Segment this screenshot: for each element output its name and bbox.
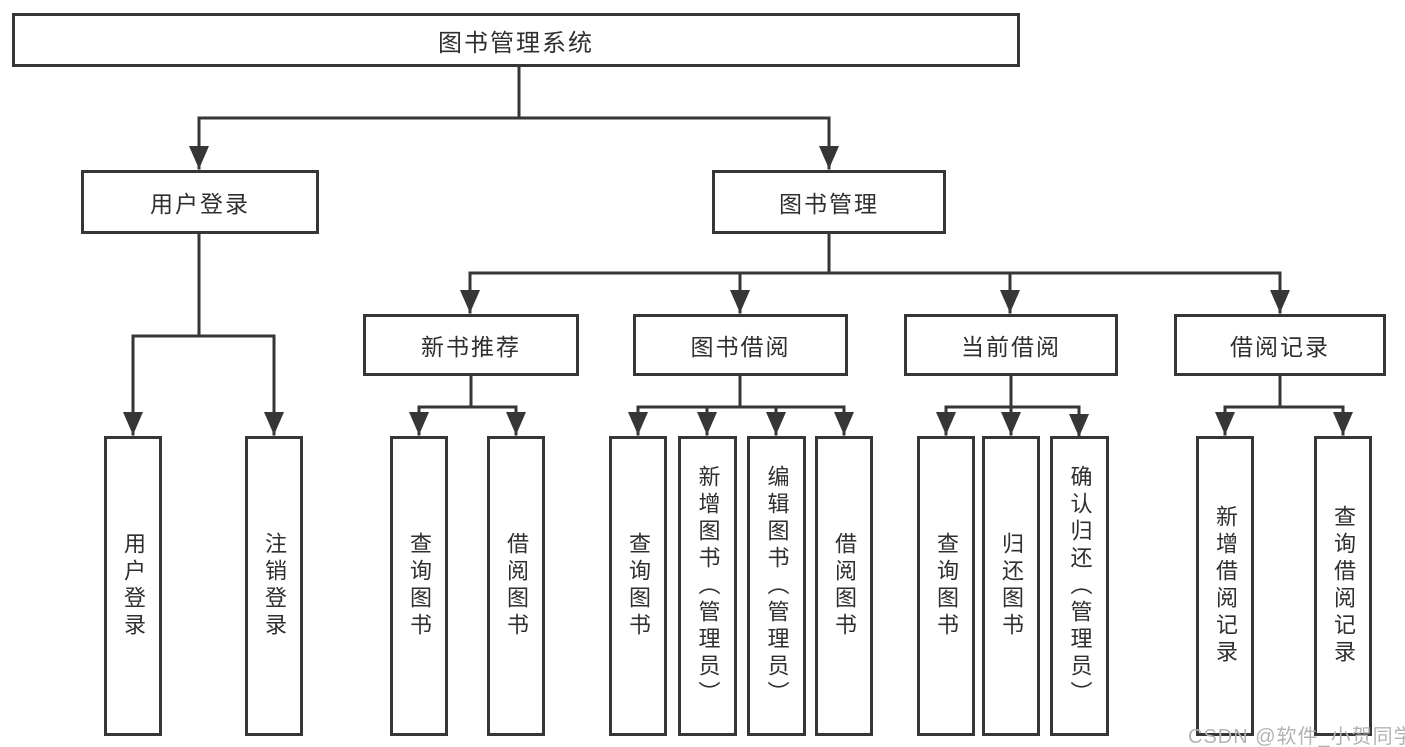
node-user-login: 用户登录 (81, 170, 319, 234)
leaf-label: 查询图书 (626, 532, 651, 640)
leaf-logout: 注销登录 (245, 436, 303, 736)
leaf-label: 新增图书（管理员） (695, 464, 721, 708)
leaf-query-books-recommend: 查询图书 (390, 436, 448, 736)
node-label: 借阅记录 (1230, 334, 1330, 360)
node-label: 图书管理 (779, 191, 879, 217)
leaf-label: 用户登录 (121, 532, 146, 640)
node-library-system: 图书管理系统 (12, 13, 1020, 67)
leaf-query-borrow-record: 查询借阅记录 (1314, 436, 1372, 736)
csdn-watermark: CSDN @软件_小贺同学 (1188, 726, 1405, 747)
node-label: 图书管理系统 (438, 29, 594, 57)
node-label: 用户登录 (150, 191, 250, 217)
leaf-borrow-books: 借阅图书 (815, 436, 873, 736)
leaf-label: 查询借阅记录 (1331, 505, 1356, 667)
node-label: 图书借阅 (690, 334, 791, 360)
leaf-label: 归还图书 (999, 532, 1024, 640)
leaf-label: 确认归还（管理员） (1067, 464, 1093, 708)
leaf-label: 查询图书 (934, 532, 959, 640)
leaf-add-books-admin: 新增图书（管理员） (678, 436, 737, 736)
leaf-label: 注销登录 (262, 532, 287, 640)
leaf-confirm-return-admin: 确认归还（管理员） (1050, 436, 1109, 736)
node-current-borrow: 当前借阅 (904, 314, 1118, 376)
leaf-user-login: 用户登录 (104, 436, 162, 736)
node-book-management: 图书管理 (712, 170, 946, 234)
leaf-label: 借阅图书 (504, 532, 529, 640)
node-borrow-records: 借阅记录 (1174, 314, 1386, 376)
leaf-label: 借阅图书 (832, 532, 857, 640)
node-label: 当前借阅 (961, 334, 1061, 360)
node-label: 新书推荐 (421, 334, 521, 360)
leaf-query-books-current: 查询图书 (917, 436, 975, 736)
leaf-add-borrow-record: 新增借阅记录 (1196, 436, 1254, 736)
leaf-edit-books-admin: 编辑图书（管理员） (747, 436, 806, 736)
leaf-label: 查询图书 (407, 532, 432, 640)
leaf-borrow-books-recommend: 借阅图书 (487, 436, 545, 736)
leaf-label: 新增借阅记录 (1213, 505, 1238, 667)
node-new-book-recommend: 新书推荐 (363, 314, 579, 376)
leaf-label: 编辑图书（管理员） (764, 464, 790, 708)
node-book-borrow: 图书借阅 (633, 314, 848, 376)
leaf-query-books-borrow: 查询图书 (609, 436, 667, 736)
leaf-return-books: 归还图书 (982, 436, 1040, 736)
